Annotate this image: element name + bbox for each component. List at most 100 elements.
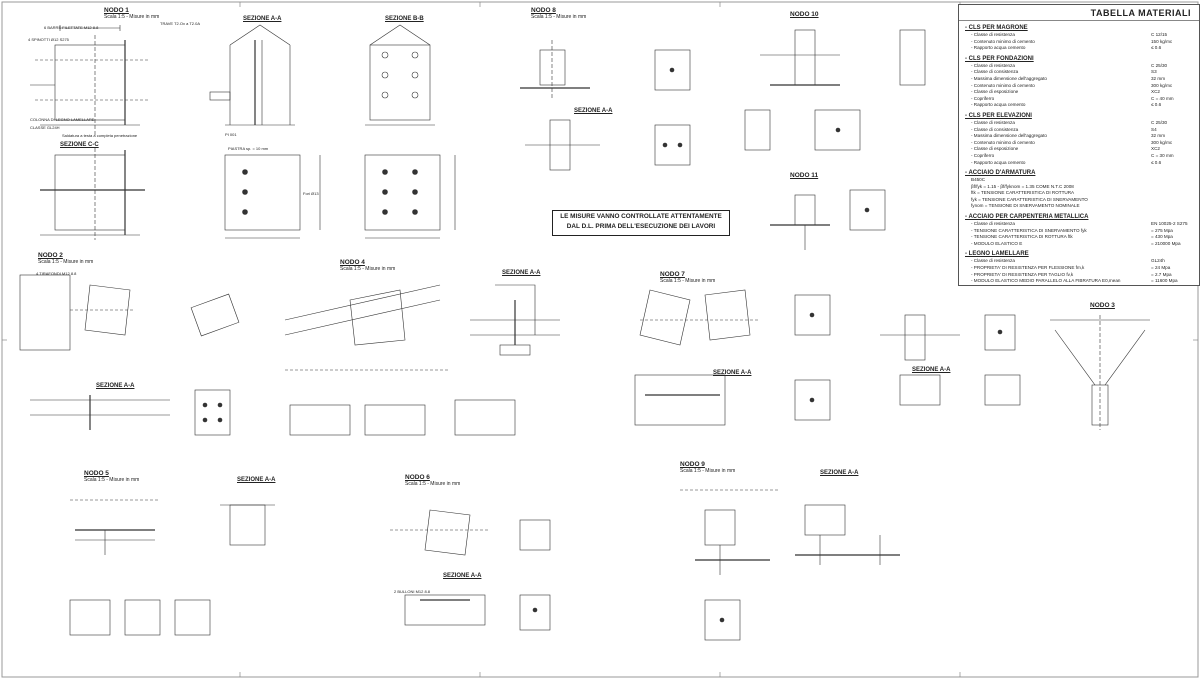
materials-section-heading: - ACCIAIO D'ARMATURA [965, 170, 1036, 177]
materials-note: fyk = TENSIONE CARATTERISTICA DI SNERVAM… [971, 196, 1088, 202]
nodo-4-sezione-aa [470, 284, 560, 356]
nodo-10-heading: NODO 10 [790, 11, 819, 19]
materials-section-heading: - ACCIAIO PER CARPENTERIA METALLICA [965, 214, 1089, 221]
materials-row: - MODULO ELASTICO PARALLELO ALLA FIBRATU… [971, 285, 1195, 286]
warning-line-1: LE MISURE VANNO CONTROLLATE ATTENTAMENTE [560, 213, 722, 220]
materials-note: βf/fyk = 1.15 - βf/fyknom = 1.35 COME N.… [971, 183, 1074, 189]
materials-property: - Classe di esposizione [971, 146, 1019, 152]
materials-section-heading: - CLS PER ELEVAZIONI [965, 112, 1032, 119]
materials-property: - PROPRIETA' DI RESISTENZA PER TAGLIO fv… [971, 271, 1074, 277]
materials-row: - Rapporto acqua cemento ≤ 0.6 [971, 45, 1195, 52]
section-title: SEZIONE A-A [243, 16, 282, 22]
callout-label: Saldatura a testa a completa penetrazion… [62, 133, 138, 138]
materials-property: - Classe di resistenza [971, 119, 1015, 125]
materials-value: 300 kg/mc [1151, 82, 1173, 88]
section-title: SEZIONE A-A [713, 370, 752, 376]
materials-property: - MODULO ELASTICO MEDIO PARALLELO ALLA F… [971, 278, 1121, 284]
materials-row: - Copriferro C = 40 mm [971, 96, 1195, 103]
materials-value: EN 10025-2 S275 [1151, 221, 1188, 227]
nodo-11 [770, 189, 886, 250]
materials-property: - Rapporto acqua cemento [971, 102, 1026, 108]
materials-table-title: TABELLA MATERIALI [959, 5, 1199, 21]
materials-note: B450C [971, 177, 986, 183]
materials-property: - Classe di resistenza [971, 258, 1015, 264]
materials-property: - Classe di consistenza [971, 69, 1019, 75]
materials-property: - Rapporto acqua cemento [971, 159, 1026, 165]
materials-note: fynom = TENSIONE DI SNERVAMENTO NOMINALE [971, 203, 1080, 209]
materials-property: - Rapporto acqua cemento [971, 45, 1026, 51]
materials-value: 32 mm [1151, 133, 1166, 139]
materials-row: - Contenuto minimo di cemento 300 kg/mc [971, 140, 1195, 147]
nodo-9 [680, 489, 900, 641]
nodo-9-heading: NODO 9 Scala 1:5 - Misure in mm [680, 461, 735, 474]
materials-property: - PROPRIETA' DI RESISTENZA PER FLESSIONE… [971, 265, 1085, 271]
callout-label: Fori Ø13 [303, 191, 319, 196]
node-title: NODO 6 [405, 474, 430, 481]
materials-row: - Classe di esposizione XC2 [971, 146, 1195, 153]
materials-property: - Massima dimensione dell'aggregato [971, 133, 1047, 139]
nodo-1-elevation [30, 25, 150, 135]
materials-value: XC2 [1151, 146, 1160, 152]
node-title: NODO 8 [531, 7, 556, 14]
materials-property: - Classe di consistenza [971, 126, 1019, 132]
materials-value: C 25/30 [1151, 119, 1168, 125]
materials-value: = 2.7 Mpa [1151, 271, 1172, 277]
materials-property: - Contenuto minimo di cemento [971, 38, 1035, 44]
materials-value: XC2 [1151, 89, 1160, 95]
node-scale: Scala 1:5 - Misure in mm [531, 13, 587, 20]
node-scale: Scala 1:5 - Misure in mm [660, 277, 716, 284]
materials-value: S3 [1151, 69, 1157, 75]
materials-row: - MODULO ELASTICO E= 210000 Mpa [971, 241, 1195, 248]
materials-value: ≤ 0.6 [1151, 102, 1162, 108]
node-scale: Scala 1:5 - Misure in mm [38, 258, 94, 265]
nodo-5-heading: NODO 5 Scala 1:5 - Misure in mm [84, 470, 139, 483]
materials-property: - Copriferro [971, 95, 995, 101]
section-title: SEZIONE A-A [96, 383, 135, 389]
nodo-7-heading: NODO 7 Scala 1:5 - Misure in mm [660, 271, 716, 284]
materials-value: = 210000 Mpa [1151, 240, 1181, 246]
nodo-7 [634, 289, 831, 426]
materials-value: ≤ 0.6 [1151, 45, 1162, 51]
materials-property: - TENSIONE CARATTERISTICA DI SNERVAMENTO… [971, 227, 1087, 233]
materials-value: C = 40 mm [1151, 95, 1174, 101]
nodo-right-middle [880, 314, 1021, 406]
materials-value: = 430 Mpa [1151, 234, 1173, 240]
section-title: SEZIONE A-A [502, 270, 541, 276]
materials-property: - Contenuto minimo di cemento [971, 139, 1035, 145]
callout-label: TRAVE T2.Ox a T2.0A [160, 21, 201, 26]
materials-row: - Rapporto acqua cemento ≤ 0.6 [971, 160, 1195, 167]
nodo-6 [390, 509, 551, 631]
callout-label: 4 TIRAFONDI M12 8.8 [36, 271, 77, 276]
nodo-5 [69, 499, 275, 636]
callout-label: 2 BULLONI M12 8.8 [394, 589, 431, 594]
nodo-1-sezione-bb [365, 24, 435, 126]
measurement-warning: LE MISURE VANNO CONTROLLATE ATTENTAMENTE… [552, 210, 730, 236]
nodo-11-heading: NODO 11 [790, 172, 818, 180]
materials-row: - Classe di resistenza C 25/30 [971, 120, 1195, 127]
section-title: SEZIONE A-A [237, 477, 276, 483]
materials-value: 300 kg/mc [1151, 139, 1173, 145]
nodo-1-plates [224, 154, 456, 239]
materials-value: ≤ 0.6 [1151, 159, 1162, 165]
materials-section-heading: - LEGNO LAMELLARE [965, 251, 1029, 258]
materials-section-heading: - CLS PER FONDAZIONI [965, 55, 1034, 62]
nodo-8-heading: NODO 8 Scala 1:5 - Misure in mm [531, 7, 587, 20]
materials-value: = 24 Mpa [1151, 265, 1171, 271]
materials-value: 32 mm [1151, 75, 1166, 81]
materials-row: - Classe di resistenza GL24h [971, 258, 1195, 265]
section-title: SEZIONE C-C [60, 142, 99, 148]
materials-value: C = 30 mm [1151, 152, 1174, 158]
nodo-3-heading: NODO 3 [1090, 302, 1115, 310]
warning-line-2: DAL D.L. PRIMA DELL'ESECUZIONE DEI LAVOR… [566, 223, 716, 230]
callout-label: PIASTRA sp. = 10 mm [228, 146, 269, 151]
materials-value: GL24h [1151, 258, 1165, 264]
node-title: NODO 5 [84, 470, 109, 477]
